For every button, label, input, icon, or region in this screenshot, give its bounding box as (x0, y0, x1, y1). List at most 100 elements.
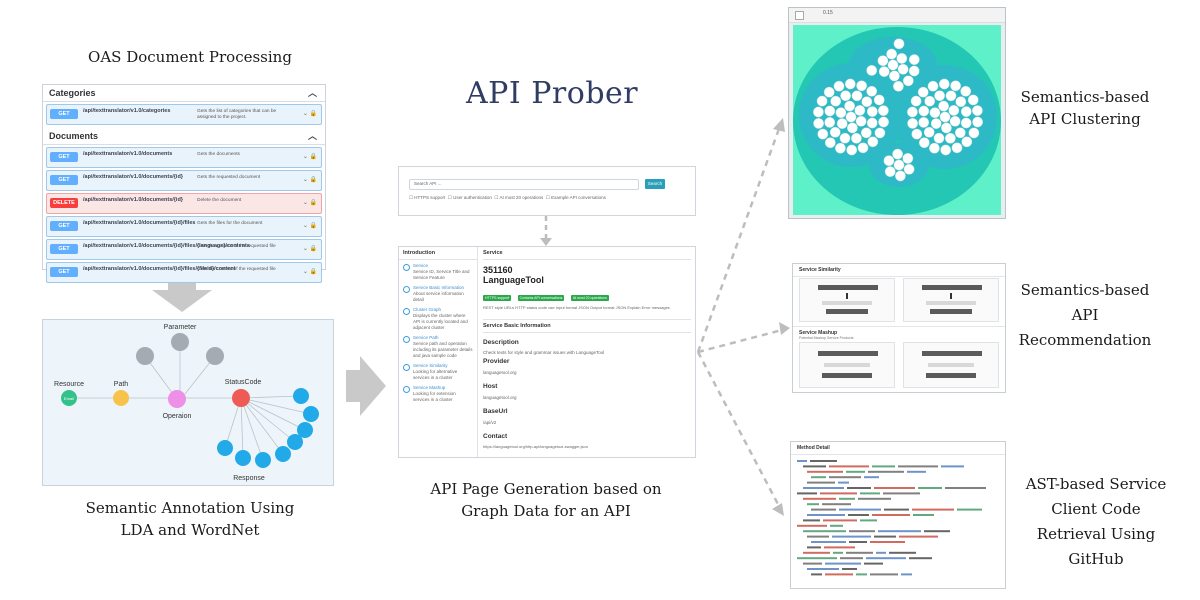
cluster-node[interactable] (948, 105, 960, 116)
cluster-node[interactable] (944, 132, 956, 144)
cluster-node[interactable] (844, 100, 855, 112)
filter-checkbox[interactable]: ☐ At most 20 operations (494, 195, 544, 200)
oas-operation-row[interactable]: GET /api/texttranslator/v1.0/documents/{… (46, 262, 322, 283)
cluster-node[interactable] (907, 118, 919, 129)
cluster-node[interactable] (945, 90, 957, 102)
cluster-node[interactable] (830, 95, 842, 107)
cluster-node[interactable] (927, 80, 939, 92)
cluster-node[interactable] (908, 65, 920, 77)
cluster-node[interactable] (824, 137, 836, 149)
cluster-node[interactable] (824, 117, 836, 128)
cluster-node[interactable] (934, 90, 946, 102)
cluster-node[interactable] (816, 95, 828, 107)
cluster-node[interactable] (851, 132, 862, 144)
cluster-node[interactable] (967, 94, 979, 106)
cluster-node[interactable] (968, 127, 980, 139)
cluster-node[interactable] (878, 116, 890, 128)
cluster-node[interactable] (960, 117, 972, 129)
cluster-node[interactable] (887, 59, 899, 71)
similarity-card[interactable] (903, 278, 999, 322)
cluster-node[interactable] (844, 78, 856, 90)
cluster-node[interactable] (902, 152, 914, 164)
cluster-node[interactable] (902, 75, 914, 87)
mashup-card[interactable] (903, 342, 999, 388)
cluster-node[interactable] (833, 80, 845, 92)
sidebar-item[interactable]: Cluster Graph Displays the cluster where… (403, 307, 473, 331)
cluster-node[interactable] (918, 105, 930, 117)
chevron-up-icon[interactable]: ︿ (307, 131, 317, 141)
cluster-node[interactable] (918, 117, 930, 128)
cluster-node[interactable] (895, 170, 906, 182)
cluster-node[interactable] (884, 166, 896, 178)
cluster-node[interactable] (911, 128, 923, 140)
cluster-node[interactable] (847, 122, 858, 134)
cluster-node[interactable] (813, 118, 825, 129)
cluster-node[interactable] (938, 100, 950, 112)
cluster-node[interactable] (893, 80, 904, 92)
cluster-node[interactable] (854, 105, 866, 116)
cluster-node[interactable] (851, 90, 863, 102)
chevron-lock-icon[interactable]: ⌄ 🔒 (302, 223, 317, 229)
cluster-node[interactable] (873, 94, 885, 106)
cluster-node[interactable] (950, 80, 962, 92)
cluster-node[interactable] (878, 105, 889, 117)
cluster-node[interactable] (835, 142, 846, 154)
cluster-node[interactable] (893, 159, 905, 171)
cluster-node[interactable] (903, 163, 915, 175)
cluster-node[interactable] (817, 128, 829, 140)
cluster-node[interactable] (918, 137, 930, 149)
cluster-node[interactable] (910, 95, 922, 107)
cluster-node[interactable] (845, 111, 857, 123)
cluster-node[interactable] (972, 116, 984, 128)
cluster-node[interactable] (960, 106, 972, 118)
cluster-node[interactable] (897, 63, 909, 75)
cluster-node[interactable] (839, 132, 851, 144)
sidebar-item[interactable]: Service Service ID, Service Title and Se… (403, 263, 473, 281)
filter-checkbox[interactable]: ☐ HTTPS support (409, 195, 446, 200)
cluster-node[interactable] (813, 106, 824, 118)
chevron-lock-icon[interactable]: ⌄ 🔒 (302, 111, 317, 117)
mashup-card[interactable] (799, 342, 895, 388)
cluster-node[interactable] (889, 70, 900, 82)
cluster-node[interactable] (866, 65, 878, 76)
checkbox-icon[interactable] (795, 11, 804, 20)
cluster-node[interactable] (860, 127, 872, 139)
cluster-node[interactable] (836, 118, 848, 130)
oas-operation-row[interactable]: GET /api/texttranslator/v1.0/documents/{… (46, 216, 322, 237)
oas-section-header[interactable]: Categories ︿ (43, 85, 325, 102)
cluster-node[interactable] (896, 53, 908, 64)
cluster-node[interactable] (923, 126, 935, 138)
oas-operation-row[interactable]: GET /api/texttranslator/v1.0/documents G… (46, 147, 322, 168)
cluster-node[interactable] (939, 111, 951, 123)
cluster-node[interactable] (866, 85, 878, 97)
cluster-node[interactable] (951, 142, 963, 154)
cluster-node[interactable] (829, 126, 841, 138)
cluster-node[interactable] (866, 106, 878, 118)
cluster-node[interactable] (856, 80, 867, 92)
oas-operation-row[interactable]: GET /api/texttranslator/v1.0/categories … (46, 104, 322, 125)
chevron-lock-icon[interactable]: ⌄ 🔒 (302, 246, 317, 252)
cluster-node[interactable] (917, 86, 929, 98)
sidebar-item[interactable]: Service Similarity Looking for alternati… (403, 363, 473, 381)
cluster-node[interactable] (892, 148, 904, 160)
cluster-node[interactable] (874, 127, 886, 139)
cluster-node[interactable] (877, 55, 889, 67)
cluster-node[interactable] (924, 95, 936, 107)
cluster-node[interactable] (929, 107, 941, 119)
filter-checkbox[interactable]: ☐ Example API conversations (545, 195, 606, 200)
cluster-node[interactable] (823, 86, 835, 98)
cluster-node[interactable] (878, 66, 890, 77)
cluster-node[interactable] (886, 48, 898, 60)
chevron-up-icon[interactable]: ︿ (307, 88, 317, 98)
cluster-node[interactable] (930, 118, 942, 130)
chevron-lock-icon[interactable]: ⌄ 🔒 (302, 154, 317, 160)
cluster-node[interactable] (949, 115, 961, 127)
oas-operation-row[interactable]: GET /api/texttranslator/v1.0/documents/{… (46, 170, 322, 191)
cluster-node[interactable] (846, 144, 858, 156)
cluster-node[interactable] (907, 106, 918, 118)
cluster-node[interactable] (908, 54, 920, 65)
chevron-lock-icon[interactable]: ⌄ 🔒 (302, 269, 317, 275)
cluster-node[interactable] (954, 127, 966, 139)
oas-operation-row[interactable]: DELETE /api/texttranslator/v1.0/document… (46, 193, 322, 214)
chevron-lock-icon[interactable]: ⌄ 🔒 (302, 177, 317, 183)
